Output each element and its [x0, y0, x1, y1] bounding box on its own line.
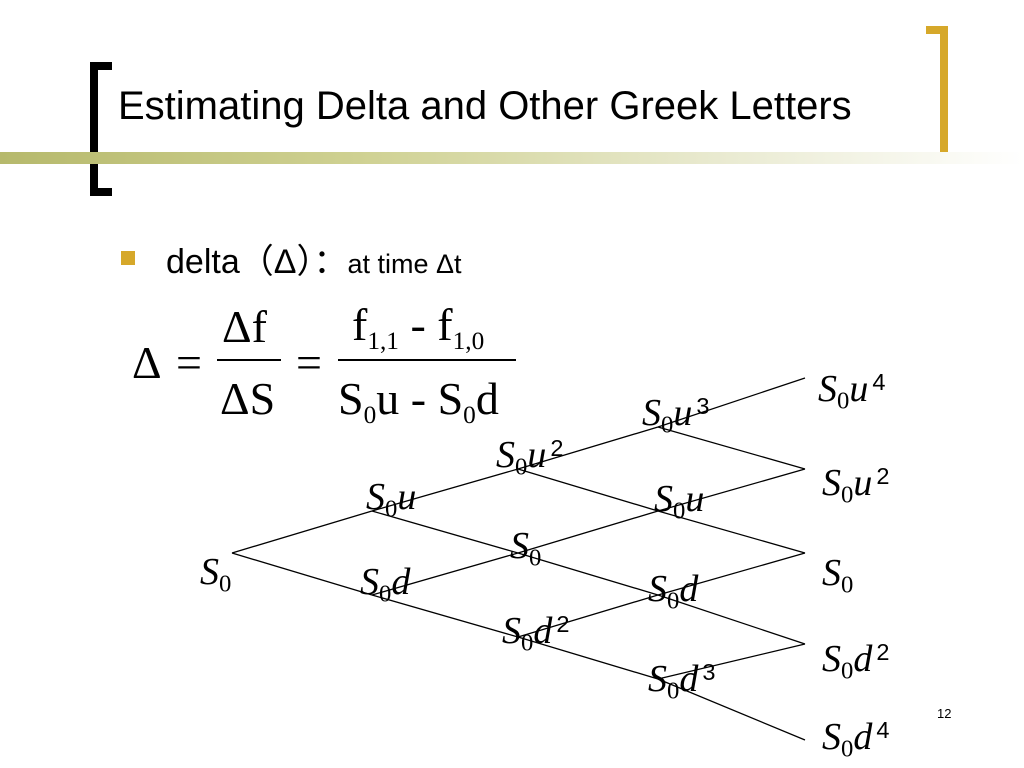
tree-node-s0d-step1: S0d: [360, 561, 411, 608]
formula-lhs: Δ: [132, 337, 162, 388]
tree-node-s0u-step3: S0u: [654, 478, 705, 525]
formula-frac1-denominator: ΔS: [220, 373, 276, 424]
tree-edge: [657, 552, 806, 596]
page-title: Estimating Delta and Other Greek Letters: [118, 84, 852, 128]
tree-node-s0-step4: S0: [822, 552, 854, 599]
tree-edge: [517, 468, 659, 512]
minus-sign: -: [399, 373, 438, 424]
formula-eq-1: =: [176, 337, 202, 388]
left-bracket-decoration: [90, 62, 112, 196]
minus-sign: -: [398, 299, 438, 350]
tree-edge: [371, 552, 519, 596]
tree-edge: [657, 643, 806, 680]
s-sub-0: 0: [363, 400, 377, 429]
tree-edge: [371, 468, 519, 512]
tree-edge: [517, 552, 659, 596]
tree-edge: [371, 510, 519, 554]
u-symbol: u: [376, 373, 400, 424]
tree-edge: [657, 377, 806, 428]
bullet-square-icon: [121, 251, 135, 265]
formula-frac1-bar: [217, 359, 281, 361]
formula-frac2-numerator: f1,1 - f1,0: [352, 298, 484, 356]
f-sub-11: 1,1: [367, 326, 399, 355]
bullet-lead: delta（Δ）：: [166, 243, 348, 281]
tree-edge: [231, 552, 373, 596]
tree-edge: [517, 594, 659, 638]
tree-edge: [657, 594, 806, 645]
formula-frac2-denominator: S0u - S0d: [338, 372, 499, 430]
f-sub-10: 1,0: [452, 326, 485, 355]
tree-node-s0-root: S0: [200, 551, 232, 598]
tree-edge: [231, 510, 373, 554]
tree-node-s0u-step1: S0u: [366, 476, 417, 523]
tree-edge: [517, 426, 659, 470]
s-symbol: S: [338, 373, 364, 424]
tree-edge: [517, 510, 659, 554]
tree-edge: [657, 678, 806, 741]
tree-edge: [657, 468, 806, 512]
tree-edge: [371, 594, 519, 638]
formula-frac2-bar: [338, 359, 516, 361]
formula-frac1-numerator: Δf: [222, 301, 267, 352]
title-underline-bar: [0, 152, 1024, 164]
tree-edge: [657, 426, 806, 470]
bullet-text: delta（Δ）：at time Δt: [166, 234, 462, 283]
tree-edge: [657, 510, 806, 554]
tree-edge: [517, 636, 659, 680]
f-symbol: f: [352, 299, 368, 350]
page-number: 12: [937, 706, 952, 721]
s-symbol: S: [437, 373, 464, 424]
f-symbol: f: [437, 299, 453, 350]
tree-node-s0d-step3: S0d: [648, 568, 699, 615]
d-symbol: d: [475, 373, 499, 424]
bullet-tail: at time Δt: [347, 249, 462, 279]
tree-node-s0-step2: S0: [510, 525, 542, 572]
s-sub-0: 0: [463, 400, 476, 429]
formula-eq-2: =: [296, 337, 322, 388]
